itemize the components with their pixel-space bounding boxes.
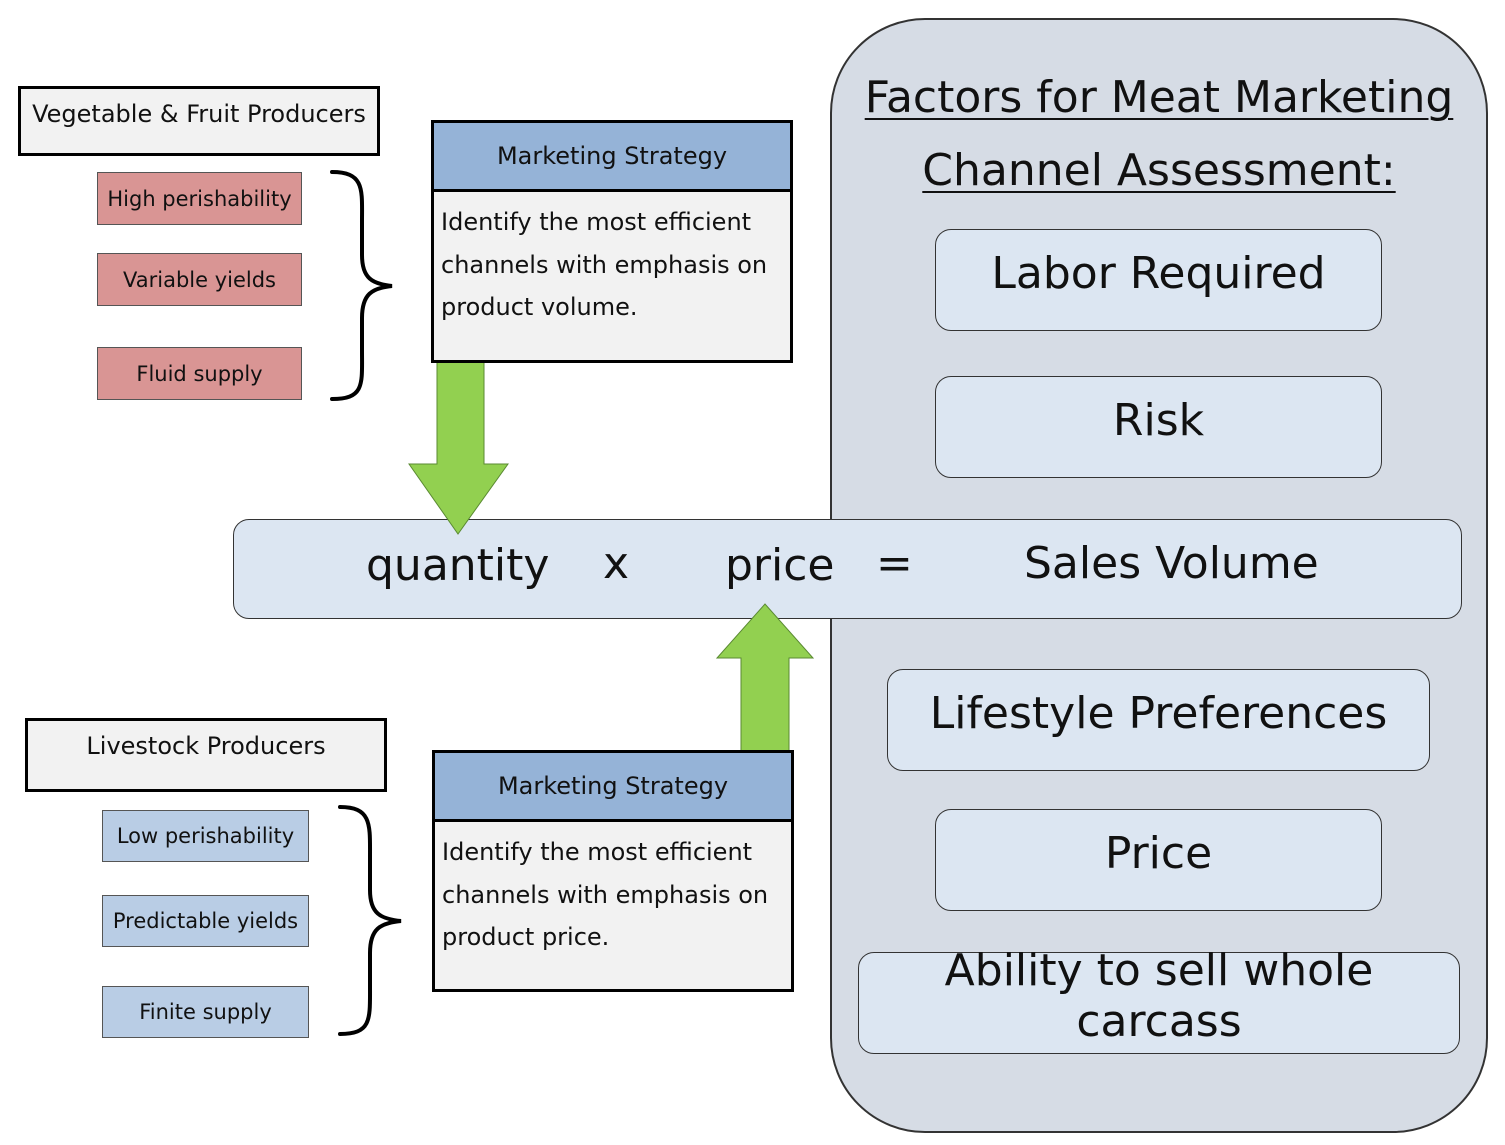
arrow-down (408, 361, 509, 535)
livestock-producers-title: Livestock Producers (86, 732, 326, 760)
trait-label: Low perishability (116, 824, 295, 848)
veg-producers-title: Vegetable & Fruit Producers (32, 100, 366, 128)
factor-label: Price (1104, 827, 1213, 879)
equation-bar (233, 519, 1462, 619)
factor-whole-carcass: Ability to sell whole carcass (858, 945, 1460, 1054)
veg-trait: Fluid supply (97, 347, 302, 400)
factor-label: Risk (1112, 394, 1205, 446)
equation-quantity: quantity (366, 540, 550, 591)
trait-label: Finite supply (139, 1000, 272, 1024)
factor-risk: Risk (935, 376, 1382, 478)
trait-label: Fluid supply (136, 361, 263, 386)
livestock-trait: Low perishability (102, 810, 309, 862)
veg-producers-box: Vegetable & Fruit Producers (18, 86, 380, 156)
livestock-trait: Predictable yields (102, 895, 309, 947)
trait-label: Predictable yields (112, 909, 299, 933)
equation-result: Sales Volume (1024, 538, 1319, 589)
equation-equals: = (876, 538, 913, 589)
factor-label: Labor Required (991, 247, 1326, 299)
trait-label: High perishability (107, 186, 292, 211)
factor-label: Lifestyle Preferences (929, 687, 1388, 739)
livestock-trait: Finite supply (102, 986, 309, 1038)
brace-bottom (338, 805, 402, 1036)
veg-trait: High perishability (97, 172, 302, 225)
factor-lifestyle-preferences: Lifestyle Preferences (887, 669, 1430, 771)
veg-strategy-text: Identify the most efficient channels wit… (441, 208, 768, 321)
livestock-producers-box: Livestock Producers (25, 718, 387, 792)
factors-title-line1: Factors for Meat Marketing (864, 72, 1454, 123)
factor-price: Price (935, 809, 1382, 911)
factor-labor-required: Labor Required (935, 229, 1382, 331)
veg-strategy-box: Marketing Strategy Identify the most eff… (431, 120, 793, 363)
factors-title-line2: Channel Assessment: (922, 145, 1396, 196)
trait-label: Variable yields (123, 267, 276, 292)
equation-price: price (725, 540, 835, 591)
factor-label: Ability to sell whole carcass (944, 945, 1374, 1047)
livestock-strategy-text: Identify the most efficient channels wit… (442, 838, 769, 951)
veg-strategy-title: Marketing Strategy (434, 123, 790, 192)
brace-top (330, 170, 393, 401)
veg-trait: Variable yields (97, 253, 302, 306)
equation-times: x (603, 538, 630, 589)
livestock-strategy-box: Marketing Strategy Identify the most eff… (432, 750, 794, 992)
livestock-strategy-title: Marketing Strategy (435, 753, 791, 822)
arrow-up (715, 603, 815, 753)
